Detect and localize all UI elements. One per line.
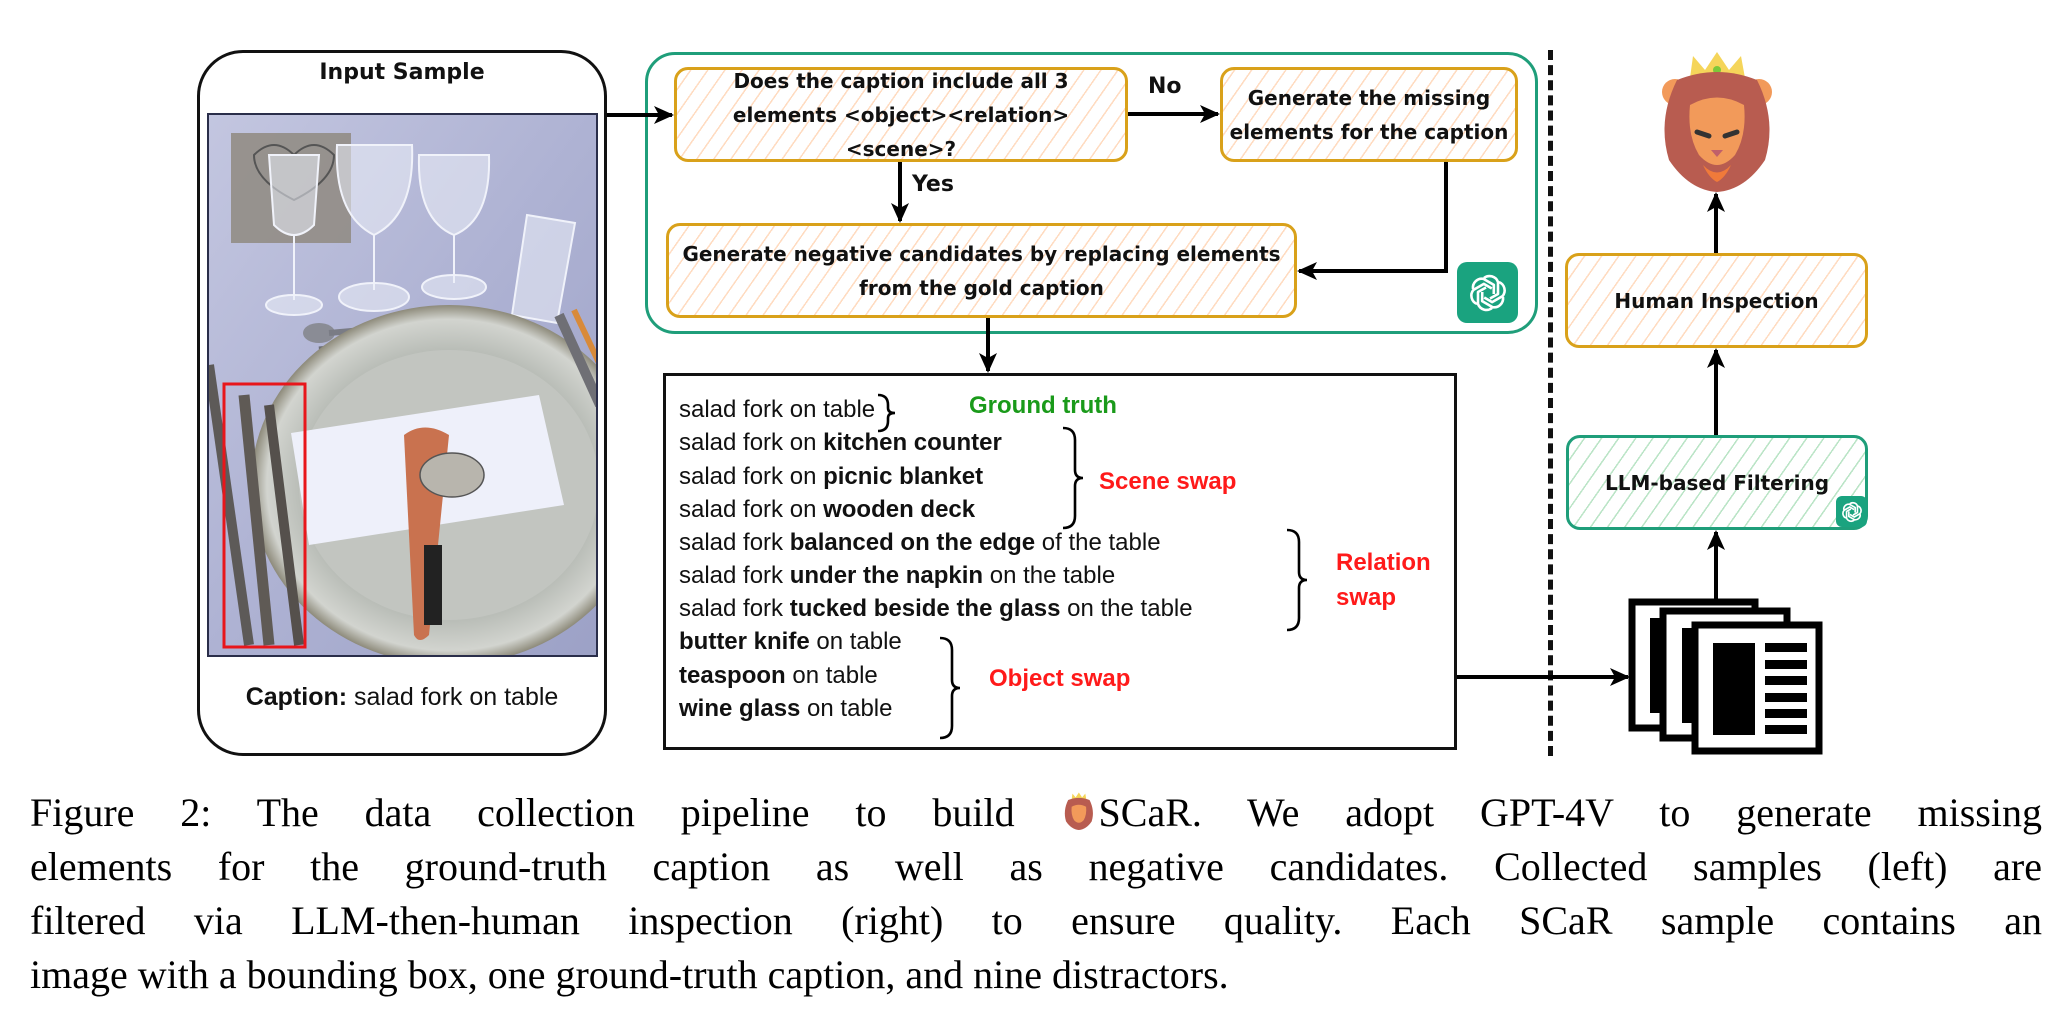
candidate-swap-text: under the napkin	[789, 562, 984, 589]
llm-filtering-box: LLM-based Filtering	[1566, 435, 1868, 530]
human-inspection-box: Human Inspection	[1565, 253, 1868, 348]
scene-swap-label: Scene swap	[1099, 468, 1237, 495]
candidate-scene-2: salad fork on picnic blanket	[679, 463, 983, 491]
candidate-relation-3: salad fork tucked beside the glass on th…	[679, 595, 1193, 623]
candidate-swap-text: butter knife	[679, 628, 810, 655]
sample-photo	[207, 113, 598, 657]
candidate-swap-text: tucked beside the glass	[789, 595, 1061, 622]
candidate-swap-text: picnic blanket	[823, 463, 984, 490]
input-caption: Caption: salad fork on table	[197, 683, 607, 712]
candidate-text: on the table	[1060, 595, 1193, 622]
missing-text: Generate the missing elements for the ca…	[1229, 85, 1509, 144]
crowned-lion-icon	[1064, 792, 1093, 830]
candidate-object-2: teaspoon on table	[679, 662, 878, 690]
caption-label: Caption:	[245, 683, 348, 711]
candidate-object-3: wine glass on table	[679, 695, 892, 723]
caption-line-1: Figure 2: The data collection pipeline t…	[30, 786, 2042, 840]
decision-text: Does the caption include all 3 elements …	[732, 68, 1070, 161]
yes-label: Yes	[912, 172, 954, 197]
gpt-pipeline-container	[645, 52, 1538, 334]
caption-text: SCaR. We adopt GPT-4V to generate missin…	[1098, 790, 2042, 835]
candidate-text: salad fork	[679, 562, 790, 589]
candidate-text: salad fork on	[679, 496, 824, 523]
crowned-lion-icon	[1662, 52, 1772, 192]
candidate-text: on the table	[983, 562, 1116, 589]
candidate-swap-text: balanced on the edge	[789, 529, 1036, 556]
candidate-scene-1: salad fork on kitchen counter	[679, 429, 1002, 457]
candidate-text: salad fork	[679, 529, 790, 556]
candidate-swap-text: wooden deck	[823, 496, 976, 523]
human-inspection-text: Human Inspection	[1614, 288, 1819, 313]
candidate-swap-text: kitchen counter	[823, 429, 1002, 456]
candidate-text: salad fork	[679, 595, 790, 622]
stacked-documents-icon	[1628, 598, 1823, 755]
candidate-text: on table	[785, 662, 878, 689]
candidate-scene-3: salad fork on wooden deck	[679, 496, 975, 524]
candidate-captions-box: salad fork on table salad fork on kitche…	[663, 373, 1457, 750]
negative-text: Generate negative candidates by replacin…	[682, 241, 1281, 300]
candidate-object-1: butter knife on table	[679, 628, 902, 656]
candidate-text: salad fork on table	[679, 396, 876, 423]
candidate-relation-1: salad fork balanced on the edge of the t…	[679, 529, 1161, 557]
generate-negatives-box: Generate negative candidates by replacin…	[666, 223, 1297, 318]
openai-logo-icon	[1457, 262, 1518, 323]
candidate-relation-2: salad fork under the napkin on the table	[679, 562, 1115, 590]
generate-missing-box: Generate the missing elements for the ca…	[1220, 67, 1518, 162]
candidate-swap-text: teaspoon	[679, 662, 786, 689]
candidate-text: on table	[800, 695, 893, 722]
openai-logo-icon	[1836, 496, 1867, 527]
caption-line-3: filtered via LLM-then-human inspection (…	[30, 898, 2042, 943]
ground-truth-label: Ground truth	[969, 392, 1117, 419]
caption-line-2: elements for the ground-truth caption as…	[30, 844, 2042, 889]
caption-text: salad fork on table	[354, 683, 559, 711]
candidate-text: on table	[809, 628, 902, 655]
relation-swap-label-line1: Relation	[1336, 549, 1431, 576]
caption-line-4: image with a bounding box, one ground-tr…	[30, 952, 1229, 997]
no-label: No	[1148, 74, 1182, 99]
caption-text: Figure 2: The data collection pipeline t…	[30, 790, 1061, 835]
decision-box: Does the caption include all 3 elements …	[674, 67, 1128, 162]
candidate-swap-text: wine glass	[679, 695, 801, 722]
candidate-ground-truth: salad fork on table	[679, 396, 875, 424]
candidate-text: of the table	[1035, 529, 1161, 556]
table-setting-illustration	[209, 115, 596, 655]
llm-filtering-text: LLM-based Filtering	[1604, 470, 1830, 495]
input-sample-title: Input Sample	[319, 60, 485, 85]
candidate-text: salad fork on	[679, 463, 824, 490]
section-divider	[1548, 50, 1553, 756]
bounding-box	[222, 382, 307, 649]
relation-swap-label-line2: swap	[1336, 584, 1397, 611]
candidate-text: salad fork on	[679, 429, 824, 456]
object-swap-label: Object swap	[989, 665, 1131, 692]
figure-caption: Figure 2: The data collection pipeline t…	[30, 786, 2042, 1002]
